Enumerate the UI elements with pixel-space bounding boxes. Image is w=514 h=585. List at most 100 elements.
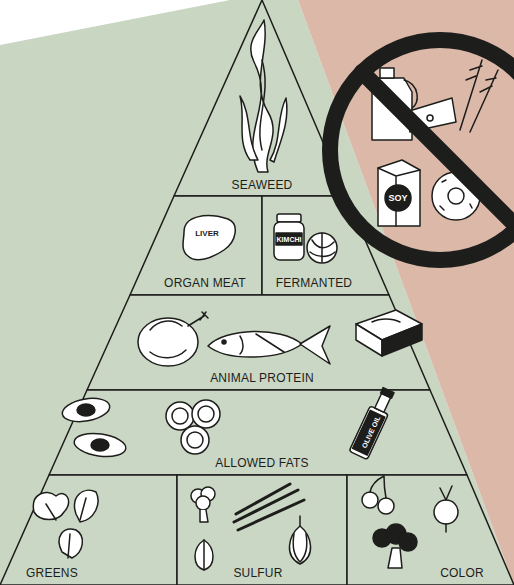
band-outline [87,295,430,390]
liver-icon [183,216,235,260]
avocado-icon [60,395,111,425]
band-outline [262,196,389,295]
band-label: ANIMAL PROTEIN [210,371,314,385]
fish-icon [240,334,284,354]
bottle-icon [349,406,388,460]
donut-icon [448,188,464,204]
band-shape [130,196,262,295]
cherry-icon [362,492,378,508]
cherry-icon [370,476,386,498]
band-label: GREENS [26,566,78,580]
band-outline [130,196,262,295]
onion-icon [293,516,307,562]
garlic-icon [195,540,213,570]
asparagus-icon [234,484,304,530]
food-label: KIMCHI [277,236,302,243]
pyramid-band: ALLOWED FATS [49,390,467,475]
fish-icon [208,331,302,357]
steak-icon [372,319,400,322]
chicken-icon [138,318,198,366]
pyramid-band: FERMANTED [262,196,389,295]
avocado-icon [73,430,128,459]
leaf-icon [75,490,98,522]
fat-slice-icon [198,406,214,422]
jar-icon [277,214,301,222]
pyramid-band: SULFUR [177,475,347,585]
cabbage-icon [310,233,335,262]
chicken-icon [150,321,186,358]
pyramid-band: ANIMAL PROTEIN [87,295,430,390]
milk-jug-icon [380,68,394,78]
cauliflower-icon [200,510,208,522]
radish-icon [434,500,458,524]
pyramid-band: GREENS [0,475,177,585]
broccoli-icon [399,533,417,551]
prohibition-slash [362,72,514,228]
pyramid-band: ORGAN MEAT [130,196,262,295]
garlic-icon [203,540,205,570]
pink-background [298,0,514,585]
wheat-icon [460,60,498,132]
band-outline [49,390,467,475]
fish-icon [300,326,330,364]
soy-carton-icon [378,168,420,226]
band-shape [49,390,467,475]
band-shape [177,475,347,585]
band-label: SEAWEED [232,178,293,192]
fat-slice-icon [187,432,203,448]
avocado-icon [91,439,109,451]
soy-carton-icon [378,160,420,226]
band-label: ORGAN MEAT [164,276,246,290]
radish-icon [440,486,452,532]
seaweed-icon [251,20,273,172]
soy-carton-icon [385,185,411,211]
cabbage-icon [307,233,337,263]
fat-slice-icon [192,400,220,428]
steak-icon [356,310,422,340]
cauliflower-icon [196,496,210,510]
fat-slice-icon [181,426,209,454]
band-shape [0,475,177,585]
jar-icon [276,233,302,245]
band-label: FERMANTED [276,276,352,290]
pyramid-band: COLOR [347,475,514,585]
leaf-icon [59,529,82,558]
seaweed-icon [240,96,258,160]
bottle-icon [375,393,391,412]
fat-slice-icon [166,402,194,430]
prohibition-circle [330,40,514,260]
broccoli-icon [373,529,391,547]
band-outline [0,475,177,585]
leaf-icon [46,498,86,558]
bottle-icon [381,388,394,399]
steak-icon [382,324,422,356]
chicken-icon [188,312,208,326]
band-shape [174,0,346,196]
donut-icon [432,172,480,220]
band-label: SULFUR [233,566,282,580]
cauliflower-icon [201,487,215,501]
steak-icon [356,324,382,356]
bottle-icon [353,410,385,455]
pyramid-band: SEAWEED [174,0,346,196]
band-shape [347,475,514,585]
band-shape [262,196,389,295]
band-label: ALLOWED FATS [215,456,309,470]
fat-slice-icon [172,408,188,424]
onion-icon [289,526,310,564]
band-label: COLOR [440,566,484,580]
food-label: SOY [388,193,407,203]
seaweed-icon [270,98,287,162]
broccoli-icon [388,548,402,568]
band-outline [347,475,514,585]
cherry-icon [378,498,394,514]
food-label: LIVER [195,229,219,238]
seaweed-icon [260,60,265,150]
cauliflower-icon [191,489,205,503]
avocado-icon [77,404,95,416]
leaf-icon [33,493,68,520]
food-label: OLIVE OIL [361,415,382,449]
